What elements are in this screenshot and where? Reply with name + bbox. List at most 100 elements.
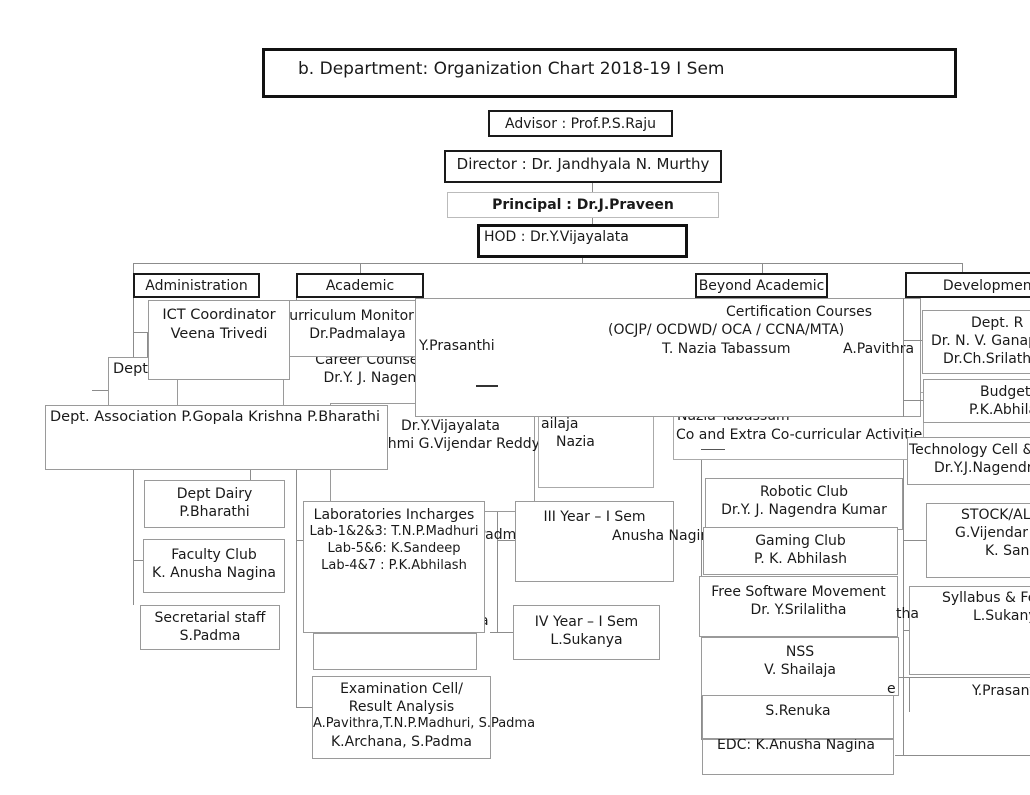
connector — [903, 540, 926, 541]
certification-courses-box: Certification Courses (OCJP/ OCDWD/ OCA … — [415, 298, 921, 417]
connector — [296, 298, 297, 708]
budget-name: P.K.Abhilash — [969, 402, 1030, 419]
robotic-club-label: Robotic Club — [759, 484, 849, 500]
dept-rd-name-1: Dr. N. V. Ganapathi — [931, 333, 1030, 350]
connector — [909, 677, 910, 712]
dept-dairy-name: P.Bharathi — [179, 504, 250, 521]
connector — [250, 470, 251, 480]
connector — [762, 263, 763, 273]
advisor-label: Advisor : Prof.P.S.Raju — [504, 116, 656, 132]
gaming-club-name: P. K. Abhilash — [753, 551, 848, 568]
certification-title: Certification Courses — [726, 303, 873, 322]
vijendar-reddy-name: Lakshmi G.Vijendar Reddy — [356, 436, 540, 452]
technology-cell-box: Technology Cell & Dr.Y.J.Nagendra — [907, 437, 1030, 485]
dept-partial-label: Dept. — [113, 361, 153, 377]
connector — [903, 298, 904, 417]
branch-administration: Administration — [133, 273, 260, 298]
chart-title: b. Department: Organization Chart 2018-1… — [298, 59, 725, 79]
e-tail-fragment: e — [887, 681, 896, 697]
nss-label: NSS — [785, 644, 815, 660]
exam-cell-label-2: Result Analysis — [348, 699, 455, 716]
connector — [592, 183, 593, 192]
dash-mark — [476, 385, 498, 387]
branch-development-label: Development — [942, 278, 1030, 294]
nss-box: NSS V. Shailaja — [701, 637, 899, 696]
free-software-label: Free Software Movement — [711, 584, 886, 600]
tha-tail-fragment: tha — [896, 606, 919, 622]
connector — [490, 632, 513, 633]
connector — [903, 630, 909, 631]
advisor-box: Advisor : Prof.P.S.Raju — [488, 110, 673, 137]
syllabus-box: Syllabus & Fe L.Sukanya — [909, 586, 1030, 675]
exam-cell-box: Examination Cell/ Result Analysis A.Pavi… — [312, 676, 536, 759]
connector — [962, 263, 963, 272]
branch-administration-label: Administration — [145, 278, 248, 294]
secretarial-staff-label: Secretarial staff — [154, 610, 266, 626]
certification-incharge-2: A.Pavithra — [843, 340, 915, 359]
connector — [903, 417, 904, 755]
stock-label: STOCK/ALU — [961, 507, 1030, 523]
prasanthi-name: Y.Prasanthi — [419, 338, 495, 354]
hod-label: HOD : Dr.Y.Vijayalata — [484, 229, 629, 245]
connector — [133, 263, 134, 273]
faculty-club-label: Faculty Club — [171, 547, 257, 563]
stock-box: STOCK/ALU G.Vijendar Reddy K. Sandeep — [926, 503, 1030, 578]
dept-dairy-box: Dept Dairy P.Bharathi — [144, 480, 285, 528]
laboratories-label: Laboratories Incharges — [313, 507, 475, 523]
shailaja-fragment: ailaja — [541, 416, 579, 432]
underline-mark — [701, 449, 725, 450]
connector — [582, 258, 583, 264]
gaming-club-label: Gaming Club — [755, 533, 846, 549]
connector — [147, 332, 148, 357]
dept-dairy-label: Dept Dairy — [176, 486, 253, 502]
dept-rd-label: Dept. R — [971, 315, 1024, 331]
lab-incharge-3: Lab-4&7 : P.K.Abhilash — [321, 557, 467, 573]
principal-box: Principal : Dr.J.Praveen — [447, 192, 719, 218]
branch-beyond-academic: Beyond Academic — [695, 273, 828, 298]
fourth-year-name: L.Sukanya — [550, 632, 623, 649]
curriculum-monitoring-name: Dr.Padmalaya — [309, 326, 406, 343]
certification-incharge-1: T. Nazia Tabassum — [662, 340, 791, 359]
third-year-box: III Year – I Sem Anusha Nagina — [515, 501, 718, 582]
shailaja-nazia-box: ailaja Nazia — [538, 405, 654, 488]
exam-cell-label: Examination Cell/ — [340, 681, 463, 697]
exam-cell-names-1: A.Pavithra,T.N.P.Madhuri, S.Padma — [313, 716, 536, 732]
career-counselling-name: Dr.Y. J. Nagendra — [323, 370, 440, 387]
nss-name: V. Shailaja — [764, 662, 836, 679]
certification-list: (OCJP/ OCDWD/ OCA / CCNA/MTA) — [608, 321, 845, 340]
chart-title-box: b. Department: Organization Chart 2018-1… — [262, 48, 957, 98]
hod-box: HOD : Dr.Y.Vijayalata — [477, 224, 688, 258]
faculty-club-name: K. Anusha Nagina — [152, 565, 276, 582]
lab-incharge-2: Lab-5&6: K.Sandeep — [327, 541, 461, 557]
connector — [903, 400, 923, 401]
stock-name-1: G.Vijendar Reddy — [955, 525, 1030, 542]
ict-coordinator-box: ICT Coordinator Veena Trivedi — [148, 300, 290, 380]
branch-development: Development — [905, 272, 1030, 298]
dept-association-box: Dept. Association P.Gopala Krishna P.Bha… — [45, 405, 388, 470]
budget-label: Budget — [980, 384, 1030, 400]
nazia-fragment: Nazia — [556, 434, 595, 450]
technology-cell-label: Technology Cell & — [909, 442, 1030, 458]
free-software-box: Free Software Movement Dr. Y.Srilalitha — [699, 576, 898, 637]
stock-name-2: K. Sandeep — [985, 543, 1030, 560]
lab-incharge-1: Lab-1&2&3: T.N.P.Madhuri — [309, 524, 479, 540]
connector — [836, 677, 1030, 678]
fourth-year-label: IV Year – I Sem — [534, 614, 639, 630]
connector — [592, 218, 593, 224]
branch-beyond-academic-label: Beyond Academic — [698, 278, 825, 294]
fourth-year-box: IV Year – I Sem L.Sukanya — [513, 605, 660, 660]
third-year-label: III Year – I Sem — [543, 509, 646, 525]
secretarial-staff-name: S.Padma — [179, 628, 241, 645]
secretarial-staff-box: Secretarial staff S.Padma — [140, 605, 280, 650]
budget-box: Budget P.K.Abhilash — [923, 379, 1030, 423]
connector — [92, 390, 108, 391]
ict-coordinator-name: Veena Trivedi — [170, 325, 268, 342]
gaming-club-box: Gaming Club P. K. Abhilash — [703, 527, 898, 575]
edc-label: EDC: K.Anusha Nagina — [717, 737, 875, 753]
connector — [296, 707, 312, 708]
syllabus-name: L.Sukanya — [973, 608, 1030, 625]
connector — [360, 263, 361, 273]
connector — [133, 332, 148, 333]
renuka-name: S.Renuka — [765, 703, 831, 719]
